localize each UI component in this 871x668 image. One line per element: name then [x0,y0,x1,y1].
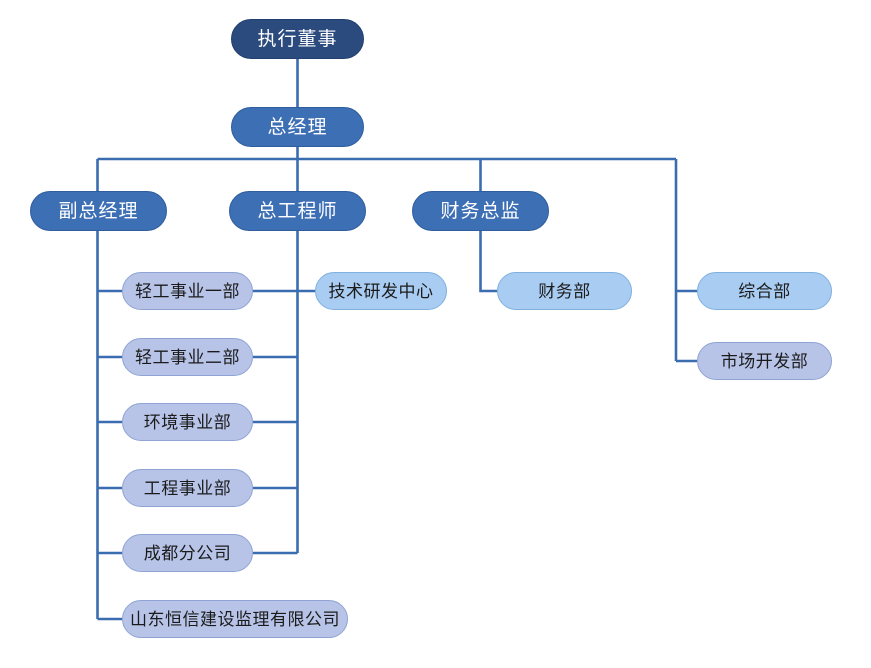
node-label-light-industry-div-2: 轻工事业二部 [135,347,240,367]
node-label-general-affairs-dept: 综合部 [738,281,791,301]
node-label-chengdu-branch: 成都分公司 [143,543,232,563]
node-label-deputy-general-manager: 副总经理 [58,200,139,222]
node-engineering-div[interactable]: 工程事业部 [122,469,253,507]
node-label-tech-rd-center: 技术研发中心 [328,281,434,301]
node-label-exec-director: 执行董事 [257,28,338,50]
edge-finance-director-to-finance-dept [479,231,497,293]
node-label-general-manager: 总经理 [267,116,328,138]
node-label-engineering-div: 工程事业部 [143,478,232,498]
node-finance-dept[interactable]: 财务部 [497,272,632,310]
node-label-market-development-dept: 市场开发部 [720,351,809,371]
node-label-finance-dept: 财务部 [538,281,591,301]
node-finance-director[interactable]: 财务总监 [412,191,549,231]
node-exec-director[interactable]: 执行董事 [231,19,364,59]
node-chengdu-branch[interactable]: 成都分公司 [122,534,253,572]
node-label-chief-engineer: 总工程师 [257,200,338,222]
node-deputy-general-manager[interactable]: 副总经理 [30,191,167,231]
node-label-environment-div: 环境事业部 [143,412,232,432]
node-environment-div[interactable]: 环境事业部 [122,403,253,441]
node-label-light-industry-div-1: 轻工事业一部 [135,281,240,301]
node-general-manager[interactable]: 总经理 [231,107,364,147]
node-general-affairs-dept[interactable]: 综合部 [697,272,832,310]
node-light-industry-div-2[interactable]: 轻工事业二部 [122,338,253,376]
node-label-shandong-hengxin: 山东恒信建设监理有限公司 [130,609,340,629]
node-shandong-hengxin[interactable]: 山东恒信建设监理有限公司 [122,600,348,638]
node-chief-engineer[interactable]: 总工程师 [229,191,366,231]
node-light-industry-div-1[interactable]: 轻工事业一部 [122,272,253,310]
node-label-finance-director: 财务总监 [440,200,521,222]
node-tech-rd-center[interactable]: 技术研发中心 [315,272,447,310]
node-market-development-dept[interactable]: 市场开发部 [697,342,832,380]
